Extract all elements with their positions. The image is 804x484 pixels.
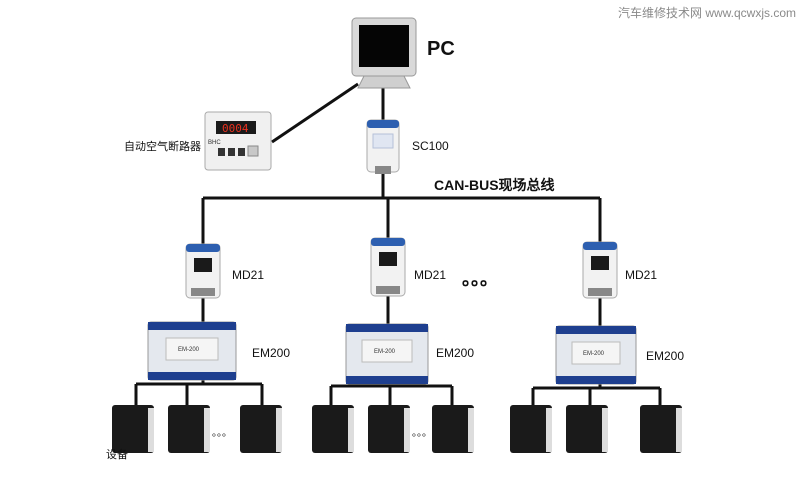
em200-module-center: EM-200 [345,323,429,385]
em200-panel-text-right: EM-200 [583,351,605,357]
md21-module-right [582,241,618,299]
device-icon [510,405,552,453]
breaker-brand: BHC [208,140,221,146]
device-icon [432,405,474,453]
em200-module-right: EM-200 [555,325,637,385]
md21-label-right: MD21 [625,268,657,282]
pc-breaker-line [271,82,359,144]
bus-label: CAN-BUS现场总线 [434,177,555,193]
device-icon [312,405,354,453]
device-icon [368,405,410,453]
md21-module-center [370,237,406,297]
md21-module-left [185,243,221,299]
device-icon [168,405,210,453]
breaker-label: 自动空气断路器 [124,139,201,153]
device-icons [112,405,682,453]
device-icon [112,405,154,453]
ellipsis-center: 。。。 [412,428,432,439]
breaker-device-icon: 0004 BHC [204,111,272,171]
device-icon [640,405,682,453]
ellipsis-left: 。。。 [212,428,232,439]
em200-panel-text-left: EM-200 [178,347,200,353]
pc-label: PC [427,38,455,60]
device-label: 设备 [106,447,128,461]
em200-label-left: EM200 [252,346,290,360]
ellipsis-dots: 。。。 [462,269,498,289]
em200-label-right: EM200 [646,349,684,363]
pc-monitor-icon [351,17,417,89]
watermark-text: 汽车维修技术网 www.qcwxjs.com [617,6,796,20]
device-icon [240,405,282,453]
em200-label-center: EM200 [436,346,474,360]
sc100-module-icon [366,119,400,174]
md21-label-center: MD21 [414,268,446,282]
md21-label-left: MD21 [232,268,264,282]
connection-lines [134,82,662,405]
em200-module-left: EM-200 [147,321,237,381]
em200-panel-text-center: EM-200 [374,349,396,355]
breaker-display: 0004 [222,122,249,135]
sc100-label: SC100 [412,139,449,153]
device-icon [566,405,608,453]
